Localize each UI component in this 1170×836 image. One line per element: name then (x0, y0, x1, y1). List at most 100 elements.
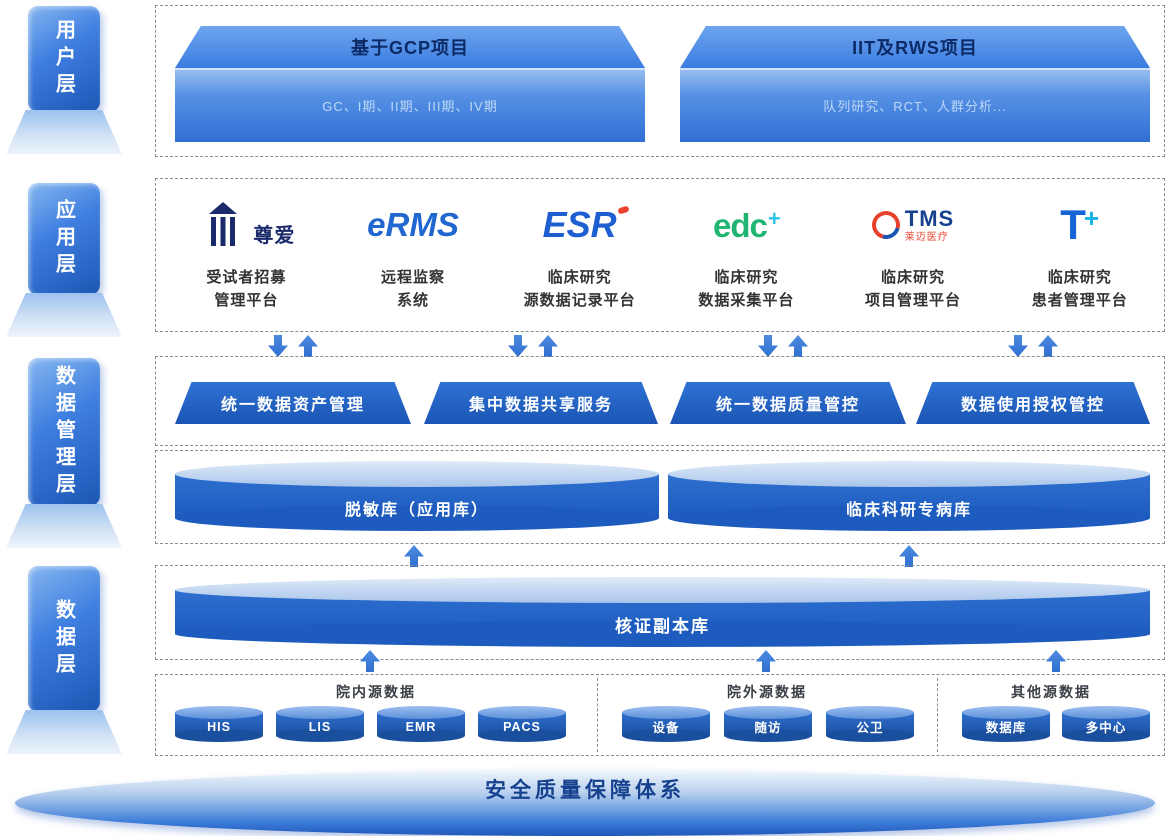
layer-label-user-text: 用户层 (52, 18, 75, 100)
disk-top-face (668, 461, 1150, 487)
source-pacs: PACS (478, 706, 566, 742)
app-item-edc: edc+ 临床研究 数据采集平台 (663, 192, 830, 320)
security-title: 安全质量保障体系 (485, 779, 685, 802)
source-emr: EMR (377, 706, 465, 742)
data-mgmt-services-section (155, 356, 1165, 446)
disk-bottom-face (668, 505, 1150, 531)
source-followup-label: 随访 (754, 721, 782, 735)
platform-iit-rws-subtitle: 队列研究、RCT、人群分析... (823, 98, 1007, 114)
cylinder-bottom-face (622, 729, 710, 742)
group-title-other: 其他源数据 (1011, 684, 1091, 700)
esr-logo: ESR (543, 192, 630, 258)
app-item-erms: eRMS 远程监察 系统 (330, 192, 497, 320)
layer-label-app-text: 应用层 (52, 198, 75, 280)
layer-label-data-text: 数据层 (52, 598, 75, 680)
layer-label-data-mgmt-text: 数据管理层 (52, 364, 75, 500)
db-certified-copy: 核证副本库 (175, 577, 1150, 647)
source-lis: LIS (276, 706, 364, 742)
layer-label-app: 应用层 (28, 183, 100, 295)
cylinder-top-face (962, 706, 1050, 719)
erms-label: 远程监察 系统 (381, 266, 445, 313)
cylinder-top-face (724, 706, 812, 719)
ctms-ring-icon (866, 205, 905, 245)
layer-label-data: 数据层 (28, 566, 100, 712)
source-emr-label: EMR (405, 719, 437, 734)
app-item-patient: T+ 临床研究 患者管理平台 (996, 192, 1163, 320)
arrow-up-icon (404, 545, 424, 567)
service-data-sharing: 集中数据共享服务 (424, 382, 658, 424)
app-layer-section (155, 178, 1165, 332)
esr-label-line2: 源数据记录平台 (523, 292, 636, 310)
platform-gcp: 基于GCP项目 GC、I期、II期、III期、IV期 (175, 26, 645, 142)
source-database: 数据库 (962, 706, 1050, 742)
disk-top-face (175, 577, 1150, 603)
edc-logo-letters: edc (712, 206, 768, 244)
patient-label: 临床研究 患者管理平台 (1032, 266, 1128, 313)
cylinder-bottom-face (826, 729, 914, 742)
edc-logo: edc+ (712, 192, 781, 258)
group-title-in-hospital: 院内源数据 (336, 684, 416, 700)
group-divider (937, 678, 938, 752)
ctms-logo-letters: TMS (904, 205, 955, 231)
ctms-label-line2: 项目管理平台 (865, 292, 962, 310)
db-certified-copy-label: 核证副本库 (615, 616, 710, 636)
app-item-esr: ESR 临床研究 源数据记录平台 (496, 192, 663, 320)
source-his-label: HIS (207, 719, 231, 734)
platform-gcp-title: 基于GCP项目 (350, 38, 469, 58)
pedestal-app (6, 293, 122, 337)
arrow-up-icon (788, 335, 808, 357)
source-his: HIS (175, 706, 263, 742)
group-title-out-hospital: 院外源数据 (727, 684, 807, 700)
cylinder-top-face (377, 706, 465, 719)
disk-bottom-face (175, 505, 659, 531)
patient-label-line1: 临床研究 (1047, 269, 1112, 286)
arrow-down-icon (758, 335, 778, 357)
ctms-logo-subtext: 莱迈医疗 (904, 231, 949, 243)
source-device-label: 设备 (652, 721, 680, 735)
data-core-section (155, 565, 1165, 660)
platform-iit-rws-front-face: 队列研究、RCT、人群分析... (680, 68, 1150, 142)
service-data-asset-mgmt: 统一数据资产管理 (175, 382, 411, 424)
edc-label-line2: 数据采集平台 (698, 292, 795, 310)
edc-plus-icon: + (767, 205, 781, 231)
platform-gcp-top-face: 基于GCP项目 (175, 26, 645, 68)
source-device: 设备 (622, 706, 710, 742)
arrow-up-icon (538, 335, 558, 357)
recruitment-logo-text: 尊爱 (253, 225, 296, 247)
user-layer-section (155, 5, 1165, 157)
t-plus-logo: T+ (1060, 201, 1099, 249)
security-ellipse (15, 770, 1155, 836)
cylinder-bottom-face (478, 729, 566, 742)
service-label: 数据使用授权管控 (960, 397, 1105, 414)
arrow-up-icon (899, 545, 919, 567)
patient-logo: T+ (1060, 192, 1099, 258)
arrow-up-icon (1038, 335, 1058, 357)
pavilion-icon (209, 202, 238, 246)
disk-bottom-face (175, 621, 1150, 647)
pedestal-data-mgmt (6, 504, 122, 548)
data-mgmt-databases-section (155, 450, 1165, 544)
recruitment-label: 受试者招募 管理平台 (206, 266, 286, 313)
service-label: 集中数据共享服务 (468, 397, 613, 414)
recruitment-label-line2: 管理平台 (214, 292, 279, 310)
erms-logo-text: eRMS (367, 206, 459, 243)
platform-gcp-front-face: GC、I期、II期、III期、IV期 (175, 68, 645, 142)
cylinder-bottom-face (276, 729, 364, 742)
service-data-quality: 统一数据质量管控 (670, 382, 906, 424)
ctms-label-line1: 临床研究 (881, 269, 946, 286)
db-research-disease-label: 临床科研专病库 (845, 502, 972, 519)
db-research-disease: 临床科研专病库 (668, 461, 1150, 531)
erms-label-line1: 远程监察 (381, 269, 446, 286)
db-desensitized-label: 脱敏库（应用库） (344, 502, 489, 519)
source-public-health-label: 公卫 (856, 721, 884, 735)
cylinder-top-face (276, 706, 364, 719)
edc-label: 临床研究 数据采集平台 (698, 266, 794, 313)
cylinder-top-face (826, 706, 914, 719)
data-sources-section (155, 674, 1165, 756)
arrow-up-icon (298, 335, 318, 357)
t-plus-plus-icon: + (1083, 203, 1100, 233)
disk-top-face (175, 461, 659, 487)
platform-iit-rws-top-face: IIT及RWS项目 (680, 26, 1150, 68)
recruitment-logo: 尊爱 (197, 192, 295, 258)
ctms-logo: TMS 莱迈医疗 (866, 192, 955, 258)
